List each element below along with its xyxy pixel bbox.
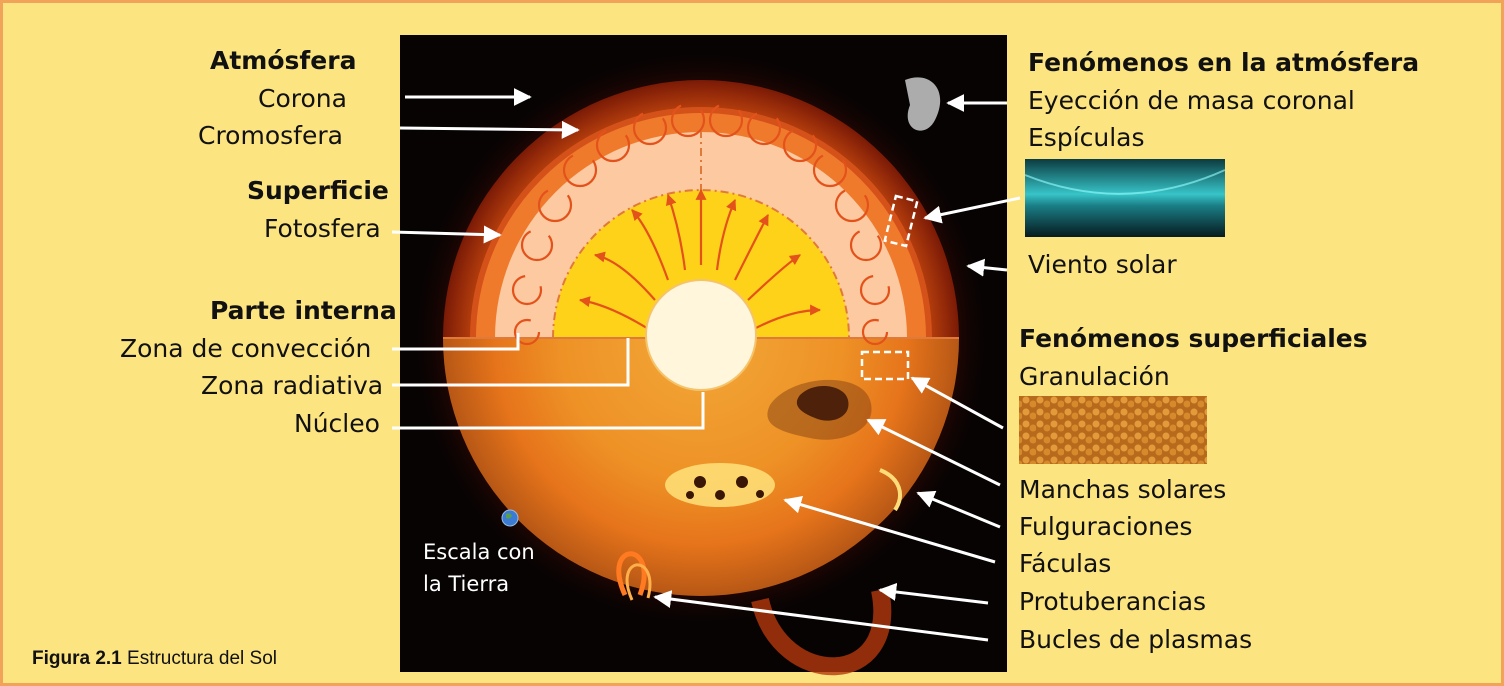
spicules-label: Espículas <box>1028 123 1145 153</box>
flares-label: Fulguraciones <box>1019 512 1192 542</box>
surface-phenomena-header: Fenómenos superficiales <box>1019 324 1368 354</box>
granulation-image <box>1019 396 1207 464</box>
atmosphere-phenomena-header: Fenómenos en la atmósfera <box>1028 48 1419 78</box>
solar-wind-label: Viento solar <box>1028 250 1177 280</box>
figure-title: Estructura del Sol <box>127 648 277 669</box>
figure-number: Figura 2.1 <box>32 648 122 669</box>
interior-header: Parte interna <box>210 296 397 326</box>
granulation-label: Granulación <box>1019 362 1170 392</box>
faculae-label: Fáculas <box>1019 549 1111 579</box>
atmosphere-header: Atmósfera <box>210 46 356 76</box>
photosphere-label: Fotosfera <box>264 214 381 244</box>
cme-label: Eyección de masa coronal <box>1028 86 1355 116</box>
earth-scale-line1: Escala con <box>423 540 535 564</box>
sunspots-label: Manchas solares <box>1019 475 1226 505</box>
convection-zone-label: Zona de convección <box>120 334 371 364</box>
core-label: Núcleo <box>294 409 380 439</box>
spicules-image <box>1025 159 1225 237</box>
faculae-region <box>665 463 775 507</box>
corona-label: Corona <box>258 84 347 114</box>
prominences-label: Protuberancias <box>1019 587 1206 617</box>
earth-scale-line2: la Tierra <box>423 572 509 596</box>
sun-core <box>646 280 756 390</box>
figure-caption: Figura 2.1 Estructura del Sol <box>32 648 277 670</box>
radiative-zone-label: Zona radiativa <box>201 371 383 401</box>
chromosphere-label: Cromosfera <box>198 121 343 151</box>
surface-header: Superficie <box>247 176 389 206</box>
plasma-loops-label: Bucles de plasmas <box>1019 625 1252 655</box>
